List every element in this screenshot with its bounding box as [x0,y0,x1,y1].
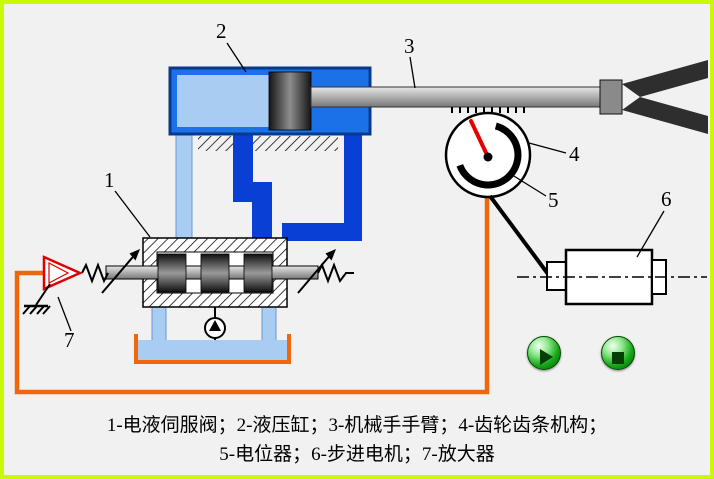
leader-line-7 [57,296,72,332]
leader-line-3 [409,56,416,89]
leader-line-6 [636,210,665,258]
legend: 1-电液伺服阀；2-液压缸；3-机械手手臂；4-齿轮齿条机构； 5-电位器；6-… [0,411,714,469]
servo-valve [81,237,354,308]
leader-line-1 [114,190,151,238]
legend-line-2: 5-电位器；6-步进电机；7-放大器 [219,444,495,465]
gripper-collar [599,79,623,115]
pipe-center-dark [233,132,272,242]
mount-hatch [198,136,338,151]
label-7: 7 [64,328,75,352]
dial-arc [456,122,522,189]
spool-land-3 [243,253,273,293]
pipe-right-dark [282,132,362,241]
play-button[interactable] [527,336,561,370]
torque-arrowhead-right-icon [325,249,336,261]
gripper-top-jaw [622,60,708,97]
label-2: 2 [216,19,227,43]
manipulator-arm [310,86,623,108]
piston [268,71,312,131]
ground-wire [35,283,51,306]
cylinder-left-chamber [177,75,269,127]
label-1: 1 [104,168,115,192]
leader-line-5 [508,172,547,197]
potentiometer-needle [469,119,490,159]
gear-potentiometer-dial [444,111,532,199]
pipe-left-light [175,131,193,243]
label-3: 3 [404,34,415,58]
gripper-bottom-jaw [622,97,708,134]
oil-tank [134,334,291,364]
legend-line-1: 1-电液伺服阀；2-液压缸；3-机械手手臂；4-齿轮齿条机构； [106,415,608,436]
spring-right-icon [317,262,354,284]
spring-left-icon [81,262,109,284]
ground-symbol-icon [22,304,51,315]
torque-arrow-left [101,250,139,294]
rack-teeth [451,107,525,113]
tank-fluid [138,340,287,360]
spool-land-1 [157,253,187,293]
feedback-wire [14,197,490,395]
spool-land-2 [200,253,230,293]
leader-line-2 [226,42,247,73]
amplifier [22,255,84,315]
play-icon [540,349,553,365]
label-5: 5 [548,188,559,212]
torque-arrow-right [297,252,333,294]
stop-button[interactable] [601,336,635,370]
stop-icon [612,352,624,364]
gripper [599,60,708,134]
label-4: 4 [569,142,580,166]
torque-arrowhead-left-icon [129,249,140,261]
leader-line-4 [528,142,567,154]
label-6: 6 [661,187,672,211]
pump-arrow-icon [209,320,221,331]
motor-shaft-left [546,261,568,291]
amplifier-inner-triangle [48,262,70,284]
return-pipe-left [151,302,167,342]
dial-hub [483,152,493,162]
return-pipe-right [261,302,277,342]
linkage-rod [488,194,550,276]
stepper-motor [517,248,707,306]
leader-lines [57,42,665,332]
